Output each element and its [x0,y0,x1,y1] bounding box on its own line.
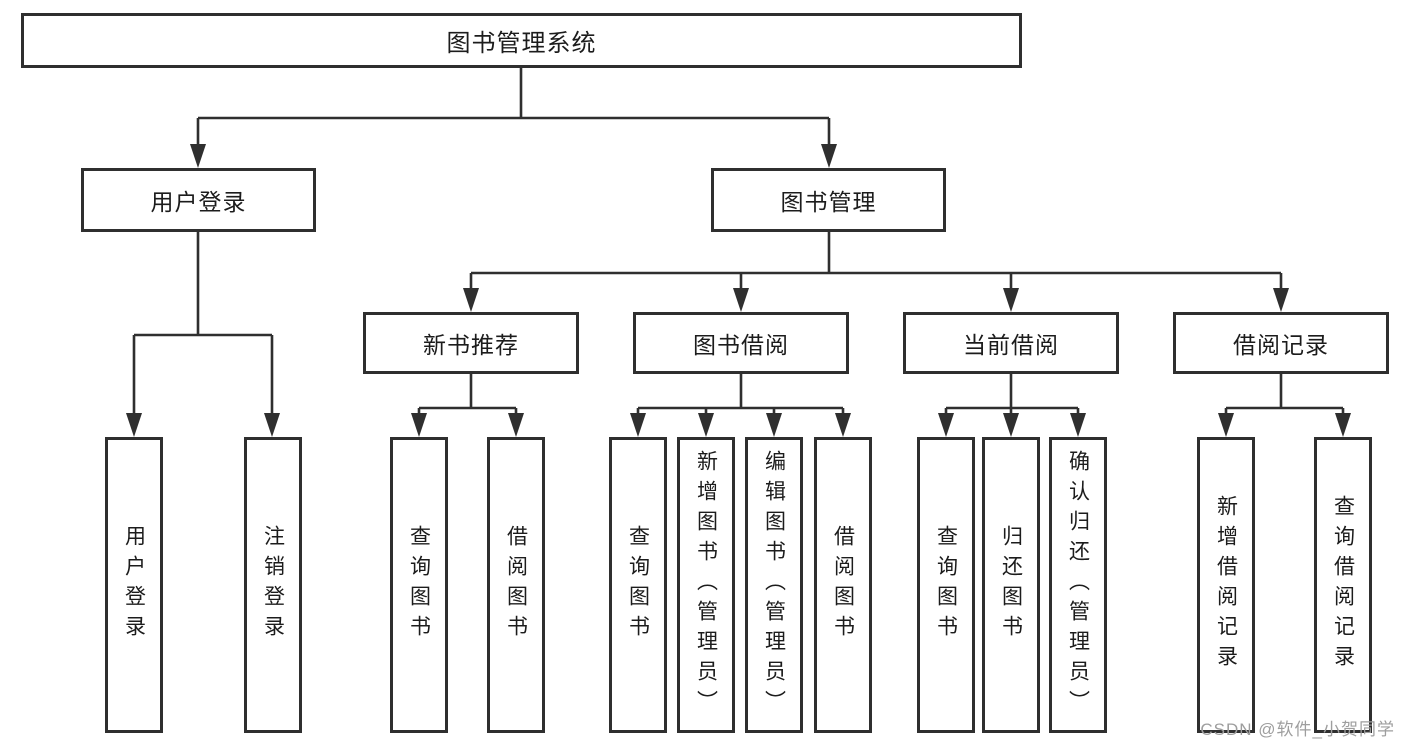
leaf-add-borrow-record: 新增借阅记录 [1197,437,1255,733]
connector-root-to-level2 [196,68,831,148]
node-label: 图书借阅 [693,332,789,358]
leaf-label: 查询图书 [934,525,958,645]
leaf-query-books-borrow: 查询图书 [609,437,667,733]
leaf-user-login: 用户登录 [105,437,163,733]
leaf-label: 查询图书 [407,525,431,645]
leaf-label: 新增借阅记录 [1214,495,1238,675]
leaf-add-books-admin: 新增图书（管理员） [677,437,735,733]
leaf-label: 新增图书（管理员） [694,450,718,720]
node-label: 借阅记录 [1233,332,1329,358]
leaf-label: 查询图书 [626,525,650,645]
node-label: 新书推荐 [423,332,519,358]
node-label: 当前借阅 [963,332,1059,358]
node-user-login: 用户登录 [81,168,316,232]
connector-records-to-leaves [1224,374,1345,416]
node-book-management: 图书管理 [711,168,946,232]
leaf-query-borrow-record: 查询借阅记录 [1314,437,1372,733]
leaf-label: 借阅图书 [831,525,855,645]
node-book-borrow: 图书借阅 [633,312,849,374]
connector-currentborrow-to-leaves [944,374,1080,416]
node-new-book-recommend: 新书推荐 [363,312,579,374]
leaf-logout: 注销登录 [244,437,302,733]
connector-userlogin-to-leaves [132,232,274,416]
leaf-query-books-current: 查询图书 [917,437,975,733]
leaf-label: 归还图书 [999,525,1023,645]
leaf-return-books: 归还图书 [982,437,1040,733]
leaf-label: 注销登录 [261,525,285,645]
leaf-label: 确认归还（管理员） [1066,450,1090,720]
node-current-borrow: 当前借阅 [903,312,1119,374]
connector-newbook-to-leaves [417,374,518,416]
root-node-label: 图书管理系统 [446,30,597,57]
leaf-confirm-return-admin: 确认归还（管理员） [1049,437,1107,733]
connector-bookborrow-to-leaves [636,374,845,416]
leaf-label: 编辑图书（管理员） [762,450,786,720]
node-label: 图书管理 [780,189,877,215]
csdn-watermark: CSDN @软件_小贺同学 [1200,720,1395,739]
root-node: 图书管理系统 [21,13,1022,68]
node-borrow-records: 借阅记录 [1173,312,1389,374]
leaf-label: 借阅图书 [504,525,528,645]
leaf-borrow-books-recommend: 借阅图书 [487,437,545,733]
leaf-query-books-recommend: 查询图书 [390,437,448,733]
leaf-label: 用户登录 [122,525,146,645]
leaf-borrow-books-borrow: 借阅图书 [814,437,872,733]
node-label: 用户登录 [150,189,247,215]
leaf-label: 查询借阅记录 [1331,495,1355,675]
leaf-edit-books-admin: 编辑图书（管理员） [745,437,803,733]
connector-bookmgmt-to-level3 [469,232,1283,292]
